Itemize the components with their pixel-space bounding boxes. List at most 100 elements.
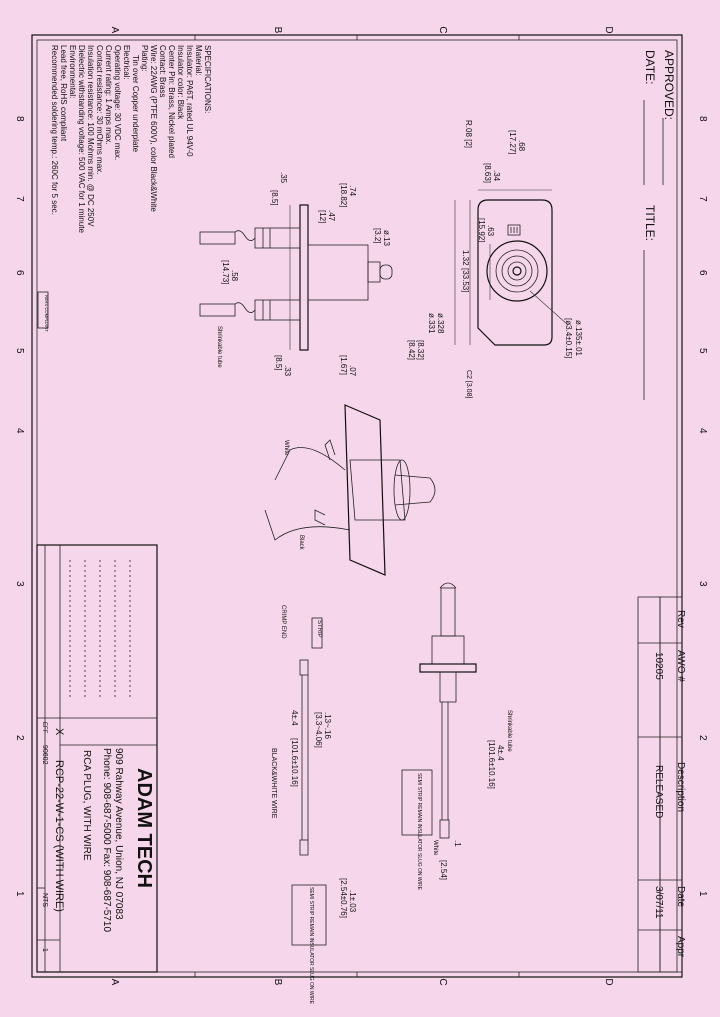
side-view: .74 [18.82] .47 [12] ø.13 [3.2] .35 [8.5… — [199, 172, 393, 377]
rev-cell-desc: RELEASED — [653, 765, 664, 818]
part-number: RCP-22-W-1-CS (WITH WIRE) — [53, 760, 65, 912]
wired-pin-tip — [439, 582, 457, 589]
dim-85b: [8.5] — [274, 355, 283, 371]
spec-line-2: Insulator color: Black — [176, 45, 185, 120]
dim-1592: [15.92] — [477, 218, 486, 242]
spec-line-9: Operating voltage: 30 VDC max. — [113, 45, 122, 160]
dim-4pm: 4±.4 — [496, 745, 505, 761]
iso-flange — [344, 404, 386, 576]
row-8-right: 8 — [697, 116, 708, 122]
dim-85a: [8.5] — [270, 190, 279, 206]
dim-1in: .1 — [453, 840, 462, 847]
dim-07: .07 — [348, 365, 357, 377]
dim-phi34: [ø3.4±0.15] — [564, 318, 573, 358]
col-b-top: B — [272, 27, 283, 34]
spec-line-16: Recommended soldering temp.: 260C for 5 … — [50, 45, 59, 215]
dim-1316: .13~.16 — [323, 712, 332, 739]
front-view: .68 [17.27] .34 [8.63] R.08 [2] .63 [15.… — [407, 120, 583, 398]
center-pin-circle — [512, 266, 522, 276]
row-8-left: 8 — [14, 116, 25, 122]
spec-line-8: Electrical: — [122, 45, 131, 80]
spec-line-0: Material: — [194, 45, 203, 76]
rev-header-date: Date — [675, 886, 686, 908]
dim-phi13: ø.13 — [382, 230, 391, 247]
dim-phi331: ø.331 — [427, 313, 436, 334]
dim-4pm2: 4±.4 — [290, 710, 299, 726]
dim-4mm: [101.6±10.16] — [487, 740, 496, 789]
dim-68: .68 — [517, 140, 526, 152]
row-6-right: 6 — [697, 270, 708, 276]
iso-white-label: White — [283, 440, 289, 456]
spec-line-4: Contact: Brass — [158, 45, 167, 97]
spec-line-10: Current rating: 1 Amps max. — [104, 45, 113, 145]
col-d-top: D — [603, 26, 614, 33]
eff-label: EFF — [41, 722, 47, 734]
outer-border — [31, 34, 683, 978]
dim-63: .63 — [486, 225, 495, 237]
sheet-value: 1 — [41, 948, 48, 952]
side-shell — [307, 244, 369, 301]
outer-shell-circle — [486, 240, 548, 302]
scale-value: NTS — [41, 893, 48, 907]
approved-label: APPROVED: — [662, 50, 676, 120]
isometric-view: White Black — [264, 404, 436, 576]
semi-strip-note-2: SEMI STRIP REMAIN INSULATOR SLUG ON WIRE — [308, 887, 314, 1005]
row-5-left: 5 — [14, 348, 25, 354]
bw-wire-label: BLACK&WHITE WIRE — [270, 748, 277, 819]
dim-863: [8.63] — [483, 163, 492, 183]
spec-line-3: Center Pin: Brass, Nickel plated — [167, 45, 176, 158]
col-a-bottom: A — [109, 979, 120, 986]
dim-74: .74 — [348, 185, 357, 197]
shrink-label-2: Shrinkable tube — [506, 710, 512, 752]
wire-detail: STRIP CRIMP END .13~.16 [3.3~4.06] 4±.4 … — [270, 605, 357, 1005]
crimp-end-label: CRIMP END — [280, 605, 286, 639]
rev-header-rev: Rev — [675, 610, 686, 628]
side-wire-2 — [254, 299, 301, 321]
wired-flange — [419, 663, 477, 673]
revision-table: Rev AWO # Description Date Appr 10205 RE… — [637, 596, 686, 973]
semi-strip-note-1: SEMI STRIP REMAIN INSULATOR SLUG ON WIRE — [416, 773, 422, 891]
dim-167: [1.67] — [339, 355, 348, 375]
dim-1882: [18.82] — [339, 183, 348, 207]
dim-254pm: [2.54±0.76] — [339, 878, 348, 918]
logo-mark — [507, 224, 521, 236]
rohs-badge — [37, 291, 49, 329]
rev-header-appr: Appr — [675, 936, 686, 958]
company-address: 909 Rahway Avenue, Union, NJ 07083 — [113, 748, 124, 920]
dim-phi135: ø.135±.01 — [574, 320, 583, 357]
col-c-top: C — [437, 26, 448, 33]
row-2-left: 2 — [14, 735, 25, 741]
row-markers: 8 7 6 5 4 3 2 1 8 7 6 5 4 3 2 1 — [14, 116, 708, 897]
dim-c2: C2 [3.08] — [465, 370, 472, 398]
col-d-bottom: D — [603, 978, 614, 985]
rev-cell-awo: 10205 — [653, 652, 664, 680]
dim-35: .35 — [279, 172, 288, 184]
company-phone: Phone: 908-687-5000 Fax: 908-687-5710 — [101, 748, 112, 932]
x-mark: X — [53, 728, 65, 736]
dim-32: [3.2] — [373, 228, 382, 244]
row-3-left: 3 — [14, 581, 25, 587]
spec-line-11: Contact resistance: 30 mOhms max. — [95, 45, 104, 174]
row-4-left: 4 — [14, 428, 25, 434]
dim-12: [12] — [318, 210, 327, 223]
iso-shell — [349, 459, 406, 521]
row-5-right: 5 — [697, 348, 708, 354]
rev-header-awo: AWO # — [675, 650, 686, 682]
row-7-left: 7 — [14, 196, 25, 202]
col-c-bottom: C — [437, 978, 448, 985]
white-label-2: White — [432, 840, 438, 856]
iso-black-label: Black — [298, 535, 304, 551]
dim-33: .33 — [283, 365, 292, 377]
spec-line-15: Lead free, RoHS compliant — [59, 45, 68, 142]
strip-tag: STRIP — [316, 620, 322, 638]
rev-header-desc: Description — [675, 762, 686, 812]
dim-47: .47 — [327, 210, 336, 222]
side-wire-1 — [254, 227, 301, 249]
row-6-left: 6 — [14, 270, 25, 276]
dim-4mm2: [101.6±10.16] — [290, 738, 299, 787]
spec-line-13: Dielectric withstanding voltage: 500 VAC… — [77, 45, 86, 233]
rev-cell-date: 3/07/11 — [653, 886, 664, 919]
spec-line-5: Wire: 22AWG (PTFE 600V), color Black&Whi… — [149, 45, 158, 212]
